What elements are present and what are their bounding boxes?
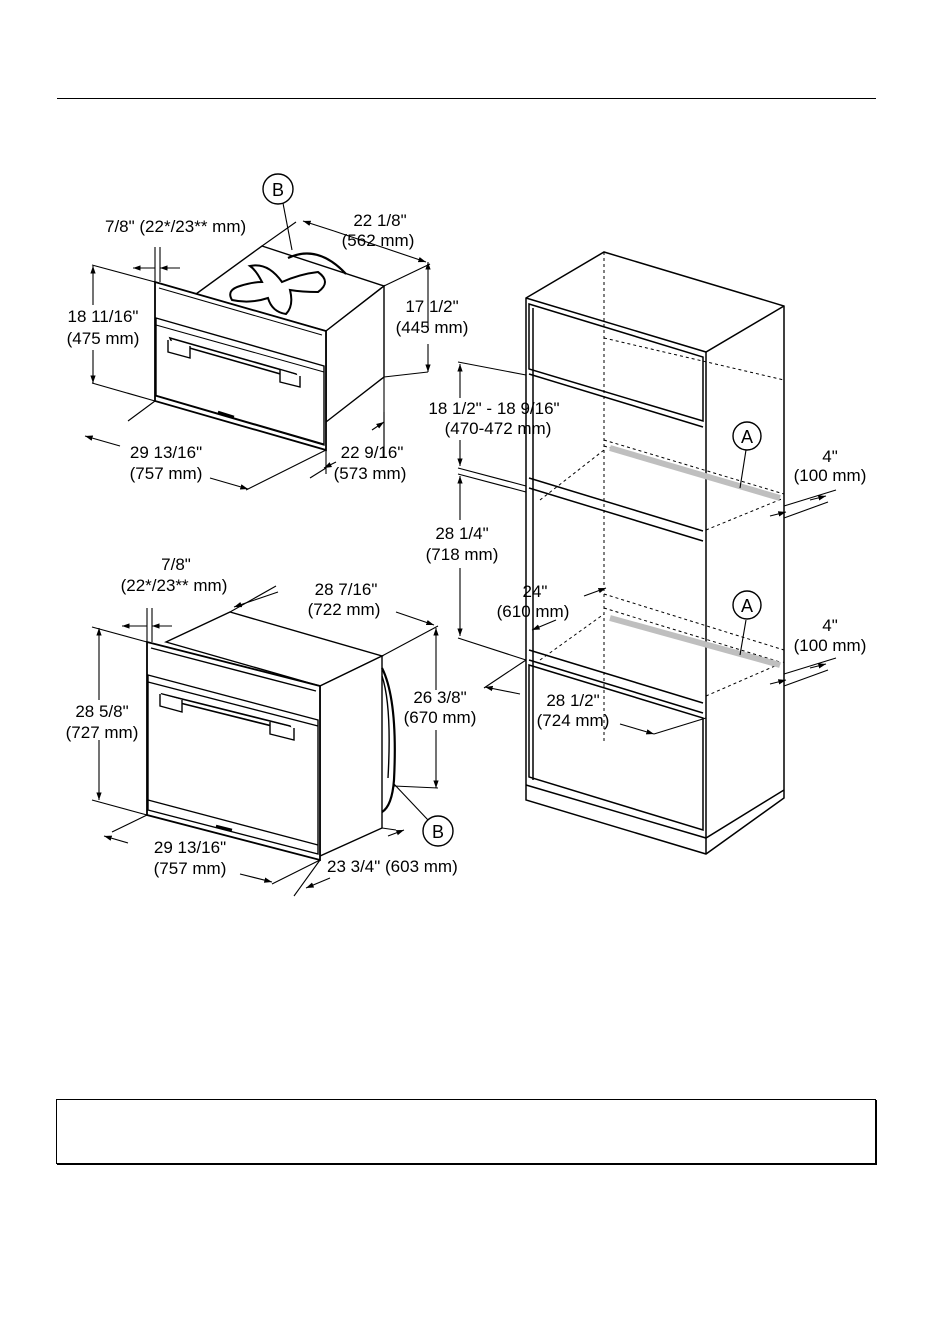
compact-width-mm: (562 mm) [342,231,415,250]
oven-width-in: 28 7/16" [315,580,378,599]
compact-height-mm: (475 mm) [67,329,140,348]
cab-gap-bottom-in: 4" [822,616,838,635]
cab-depth-mm: (610 mm) [497,602,570,621]
cab-width-mm: (724 mm) [537,711,610,730]
oven-front-width-mm: (757 mm) [154,859,227,878]
cab-niche-oven-in: 28 1/4" [435,524,488,543]
callout-b-bottom: B [422,815,454,847]
compact-appliance-drawing [154,245,386,452]
compact-body-height-in: 17 1/2" [405,297,458,316]
cab-niche-oven-mm: (718 mm) [426,545,499,564]
cab-niche-compact-in: 18 1/2" - 18 9/16" [428,399,559,418]
compact-body-height-mm: (445 mm) [396,318,469,337]
header-rule [57,98,876,99]
callout-b-top: B [262,173,294,205]
compact-dimension-lines [84,197,431,491]
note-box [56,1099,876,1164]
oven-dimension-lines [91,585,439,897]
oven-appliance-drawing [146,611,396,862]
cab-niche-compact-mm: (470-472 mm) [445,419,552,438]
compact-height-in: 18 11/16" [68,307,139,326]
compact-front-width-in: 29 13/16" [130,443,202,462]
vent-strip-bottom [609,615,781,668]
cab-width-in: 28 1/2" [546,691,599,710]
oven-front-width-in: 29 13/16" [154,838,226,857]
oven-height-in: 28 5/8" [75,702,128,721]
svg-text:A: A [741,427,753,447]
svg-text:A: A [741,596,753,616]
cab-gap-top-mm: (100 mm) [794,466,867,485]
oven-panel-depth-mm: (22*/23** mm) [121,576,228,595]
oven-panel-depth-in: 7/8" [161,555,191,574]
compact-depth-mm: (573 mm) [334,464,407,483]
compact-panel-depth-label: 7/8" (22*/23** mm) [105,217,246,236]
cabinet-drawing [525,251,785,855]
vent-strip-top [609,445,781,501]
cab-gap-bottom-mm: (100 mm) [794,636,867,655]
svg-text:B: B [272,180,284,200]
cab-gap-top-in: 4" [822,447,838,466]
cabinet-dimension-lines [457,361,837,735]
oven-height-mm: (727 mm) [66,723,139,742]
oven-body-height-mm: (670 mm) [404,708,477,727]
svg-text:B: B [432,822,444,842]
callout-a-bottom: A [732,590,762,620]
oven-width-mm: (722 mm) [308,600,381,619]
oven-depth-label: 23 3/4" (603 mm) [327,857,458,876]
callout-a-top: A [732,421,762,451]
cab-depth-in: 24" [523,582,548,601]
compact-front-width-mm: (757 mm) [130,464,203,483]
compact-depth-in: 22 9/16" [341,443,404,462]
dimension-labels: 7/8" (22*/23** mm) 22 1/8" (562 mm) 18 1… [66,211,867,878]
compact-width-in: 22 1/8" [353,211,406,230]
oven-body-height-in: 26 3/8" [413,688,466,707]
